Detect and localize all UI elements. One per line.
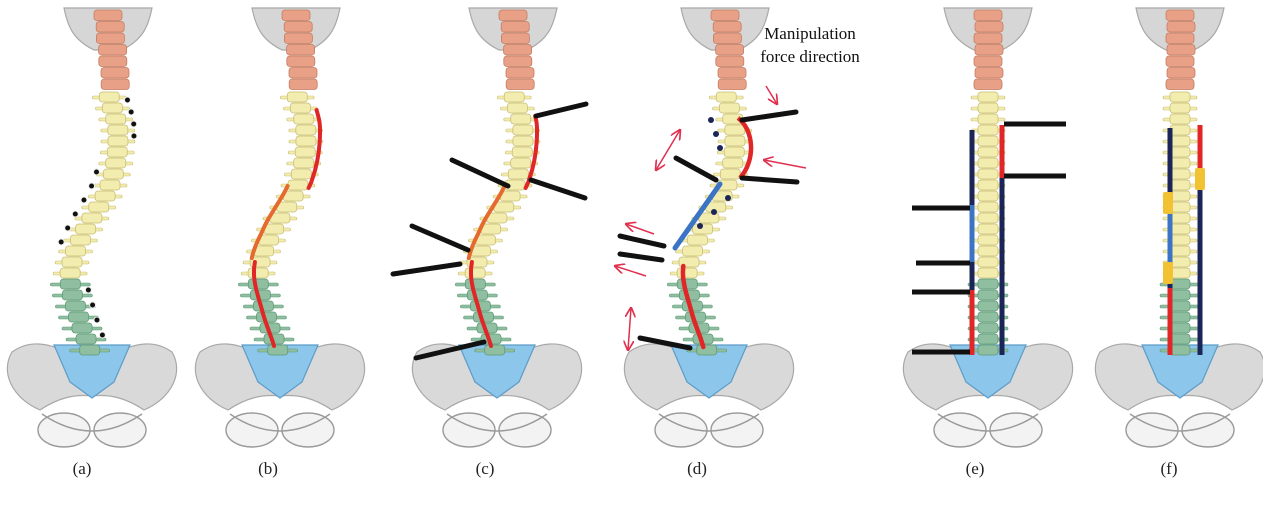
rod-connector bbox=[1163, 262, 1173, 284]
panel-label-c: (c) bbox=[455, 459, 515, 479]
force-arrow bbox=[615, 266, 646, 276]
rotation-handle bbox=[452, 160, 508, 186]
panel-label-e: (e) bbox=[945, 459, 1005, 479]
manipulation-force-annotation: Manipulation force direction bbox=[740, 22, 880, 68]
panel-f bbox=[1095, 8, 1263, 447]
pedicle-screw-dot bbox=[131, 133, 137, 139]
rotation-handle bbox=[531, 180, 585, 198]
pedicle-screw-dot bbox=[89, 183, 95, 189]
pedicle-screw-dot bbox=[90, 302, 96, 308]
panel-c bbox=[393, 8, 586, 447]
pedicle-screw-dot bbox=[713, 131, 719, 137]
pedicle-screw-dot bbox=[711, 209, 717, 215]
rotation-handle bbox=[536, 104, 586, 116]
pedicle-screw-dot bbox=[708, 117, 714, 123]
rotation-handle bbox=[620, 236, 664, 246]
double-arrow bbox=[656, 130, 680, 170]
annotation-line-1: Manipulation bbox=[740, 22, 880, 45]
panel-label-b: (b) bbox=[238, 459, 298, 479]
pedicle-screw-dot bbox=[717, 145, 723, 151]
pedicle-screw-dot bbox=[124, 97, 130, 103]
vertebral-column-d bbox=[667, 92, 752, 355]
vertebral-column-a bbox=[50, 92, 135, 355]
pedicle-screw-dot bbox=[94, 169, 100, 175]
annotation-line-2: force direction bbox=[740, 45, 880, 68]
force-arrow bbox=[766, 86, 777, 104]
panel-b bbox=[195, 8, 364, 447]
vertebral-column-f bbox=[1160, 92, 1200, 355]
cervical-vertebrae-f bbox=[1166, 10, 1195, 90]
force-arrow bbox=[764, 160, 806, 168]
rod-connector bbox=[1163, 192, 1173, 214]
pedicle-screw-dot bbox=[725, 195, 731, 201]
rotation-handle bbox=[412, 226, 468, 250]
panel-label-f: (f) bbox=[1139, 459, 1199, 479]
pedicle-screw-dot bbox=[81, 197, 87, 203]
pedicle-screw-dot bbox=[65, 225, 71, 231]
pedicle-screw-dot bbox=[94, 317, 100, 323]
rotation-handle bbox=[393, 264, 460, 274]
panel-d bbox=[615, 8, 806, 447]
pedicle-screw-dot bbox=[72, 211, 78, 217]
rod-connector bbox=[1195, 168, 1205, 190]
pedicle-screw-dot bbox=[128, 109, 134, 115]
panel-label-a: (a) bbox=[52, 459, 112, 479]
panel-label-d: (d) bbox=[667, 459, 727, 479]
panel-a bbox=[7, 8, 176, 447]
pedicle-screw-dot bbox=[697, 223, 703, 229]
rotation-handle bbox=[742, 178, 797, 182]
rotation-handle bbox=[742, 112, 796, 120]
rotation-handle bbox=[620, 254, 662, 260]
pedicle-screw-dot bbox=[99, 332, 105, 338]
vertebral-column-b bbox=[238, 92, 323, 355]
pedicle-screw-dot bbox=[85, 287, 91, 293]
pedicle-screw-dot bbox=[58, 239, 64, 245]
vertebral-column-c bbox=[455, 92, 540, 355]
force-arrow bbox=[626, 224, 654, 234]
panel-e bbox=[903, 8, 1072, 447]
double-arrow bbox=[628, 308, 631, 350]
rotation-handle bbox=[676, 158, 716, 180]
pedicle-screw-dot bbox=[131, 121, 137, 127]
cervical-vertebrae-e bbox=[974, 10, 1003, 90]
